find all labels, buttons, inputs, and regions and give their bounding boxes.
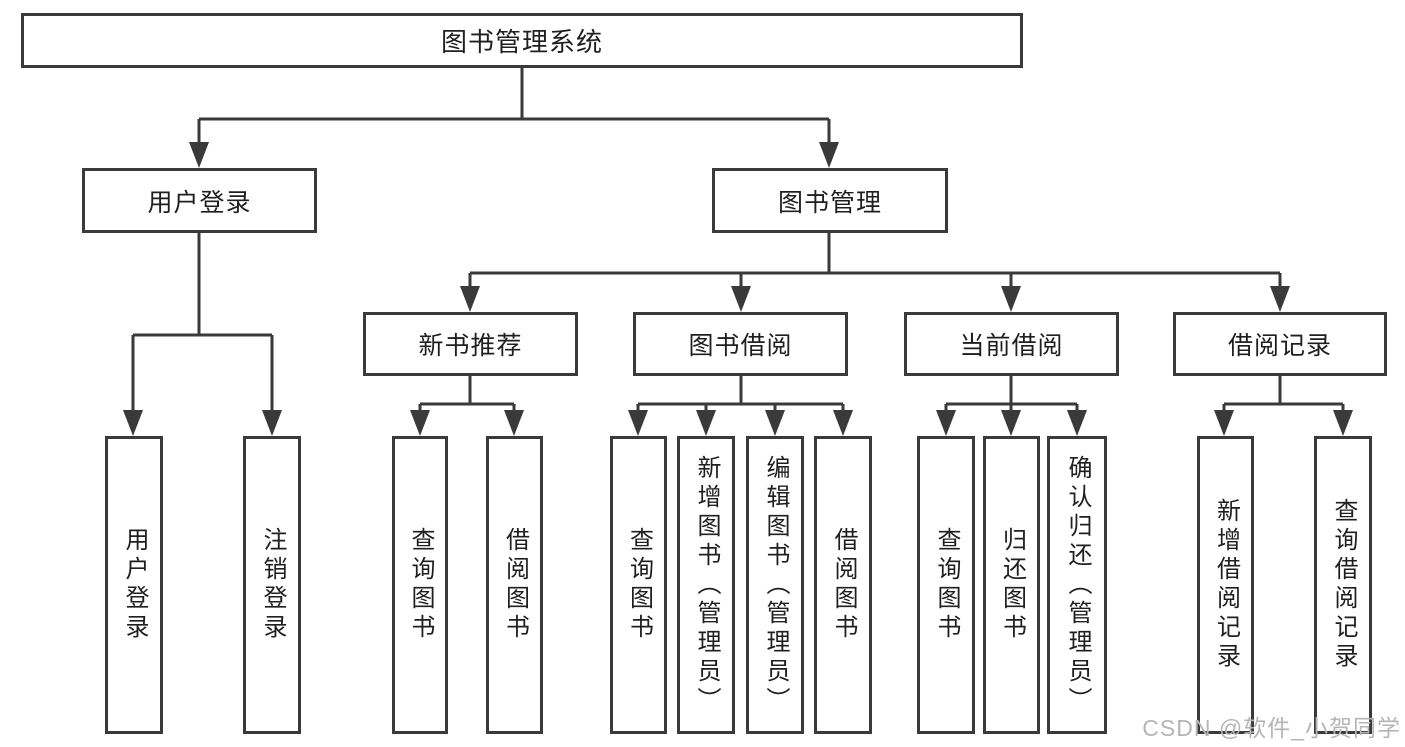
leaf-bb-add-book-admin: 新增图书（管理员） [677, 436, 735, 734]
leaf-bb-borrow-book: 借阅图书 [814, 436, 872, 734]
arrow-down-icon [696, 410, 716, 436]
leaf-user-login: 用户登录 [105, 436, 163, 734]
leaf-bb-edit-book-admin: 编辑图书（管理员） [746, 436, 804, 734]
arrow-down-icon [410, 410, 430, 436]
leaf-nb-query-book: 查询图书 [392, 436, 448, 734]
arrow-down-icon [504, 410, 524, 436]
connector-book-management [468, 233, 1282, 290]
leaf-cb-return-book: 归还图书 [983, 436, 1040, 734]
arrow-down-icon [819, 142, 839, 168]
arrow-down-icon [460, 286, 480, 312]
leaf-bb-query-book: 查询图书 [610, 436, 667, 734]
arrow-down-icon [1270, 286, 1290, 312]
node-user-login: 用户登录 [82, 168, 317, 233]
connector-book-borrow [636, 376, 845, 414]
node-book-management: 图书管理 [712, 168, 948, 233]
connector-new-book [418, 376, 516, 414]
arrowheads [123, 142, 1353, 436]
watermark: CSDN @软件_小贺同学 [1142, 715, 1401, 741]
node-borrow-record: 借阅记录 [1173, 312, 1387, 376]
leaf-cb-query-book: 查询图书 [917, 436, 975, 734]
connector-user-login [131, 233, 274, 414]
arrow-down-icon [1001, 286, 1021, 312]
arrow-down-icon [1333, 410, 1353, 436]
arrow-down-icon [1067, 410, 1087, 436]
connector-root [197, 68, 831, 146]
arrow-down-icon [628, 410, 648, 436]
arrow-down-icon [262, 410, 282, 436]
arrow-down-icon [731, 286, 751, 312]
arrow-down-icon [123, 410, 143, 436]
arrow-down-icon [833, 410, 853, 436]
leaf-cb-confirm-return-admin: 确认归还（管理员） [1047, 436, 1107, 734]
node-root: 图书管理系统 [21, 13, 1023, 68]
arrow-down-icon [189, 142, 209, 168]
arrow-down-icon [1001, 410, 1021, 436]
leaf-br-query-borrow-record: 查询借阅记录 [1314, 436, 1372, 734]
connector-current-borrow [944, 376, 1079, 414]
node-book-borrow: 图书借阅 [633, 312, 848, 376]
connector-borrow-record [1222, 376, 1345, 414]
leaf-br-add-borrow-record: 新增借阅记录 [1197, 436, 1254, 734]
arrow-down-icon [936, 410, 956, 436]
node-current-borrow: 当前借阅 [904, 312, 1119, 376]
arrow-down-icon [1214, 410, 1234, 436]
arrow-down-icon [765, 410, 785, 436]
leaf-nb-borrow-book: 借阅图书 [486, 436, 543, 734]
node-new-book-recommend: 新书推荐 [363, 312, 578, 376]
leaf-logout-login: 注销登录 [243, 436, 301, 734]
